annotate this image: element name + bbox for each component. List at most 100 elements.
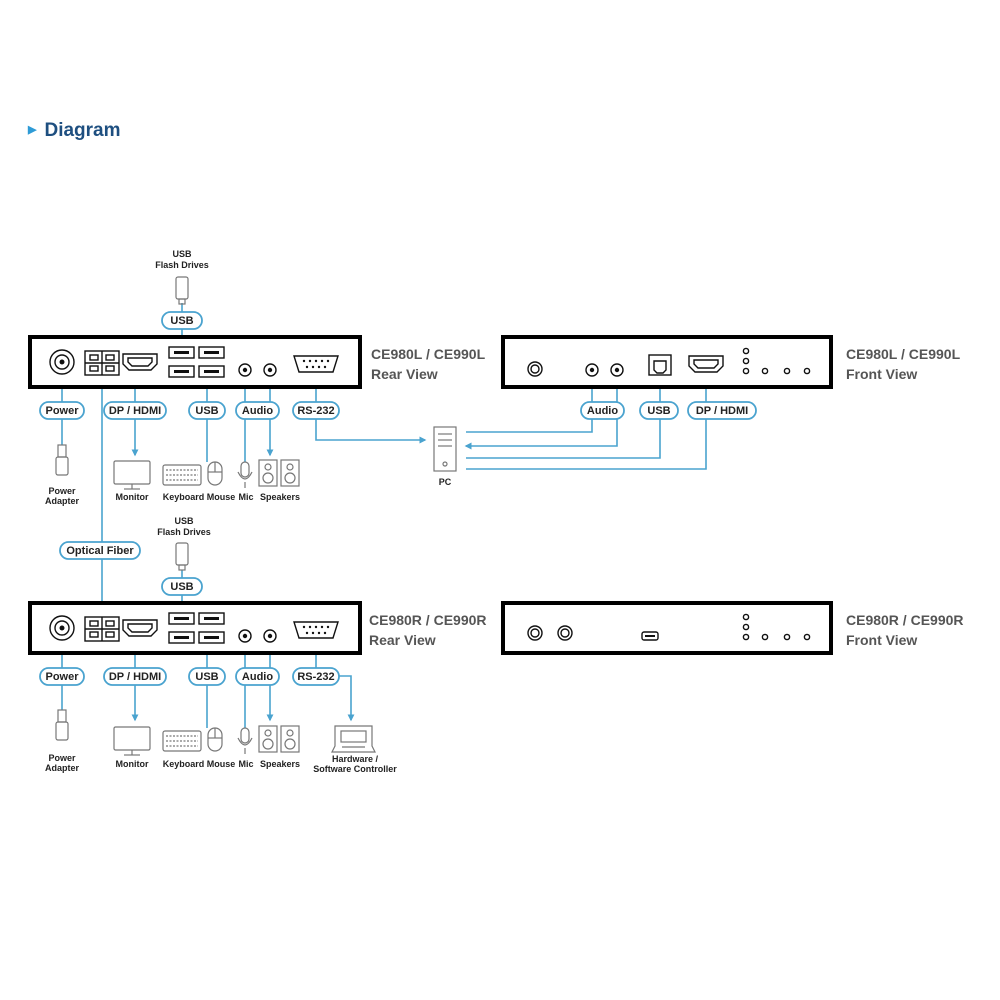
svg-text:Audio: Audio (242, 671, 273, 683)
usb-flash-label-line2: Flash Drives (155, 260, 209, 270)
line-pc-dp-hdmi (466, 376, 710, 470)
usb-port-icon[interactable] (641, 631, 659, 641)
hdmi-port-icon[interactable] (122, 353, 158, 371)
peripherals-local: USB Flash Drives Power Adapter Monitor K… (45, 249, 457, 506)
svg-text:Power: Power (45, 671, 79, 683)
audio-jack-icon[interactable] (527, 625, 573, 641)
label-usb-front: USB (639, 401, 679, 420)
local-rear-unit: CE980L / CE990L Rear View (28, 335, 486, 389)
svg-text:USB: USB (170, 581, 193, 593)
audio-jack-icon[interactable] (585, 363, 624, 377)
remote-rear-model: CE980R / CE990R (369, 612, 487, 628)
led-icon (742, 613, 811, 641)
fiber-port-icon[interactable] (84, 616, 120, 642)
usb-flash-label-line1: USB (174, 516, 194, 526)
led-icon (742, 347, 811, 375)
local-front-model: CE980L / CE990L (846, 346, 961, 362)
speakers-icon (258, 725, 300, 753)
audio-jack-icon[interactable] (238, 629, 277, 643)
port-labels: USB Power DP / HDMI USB Audio RS-232 Aud… (39, 311, 757, 686)
page-title-text: Diagram (44, 120, 121, 141)
hdmi-port-icon[interactable] (122, 619, 158, 637)
label-usb-flash-local: USB (161, 311, 203, 330)
svg-text:USB: USB (170, 315, 193, 327)
svg-text:RS-232: RS-232 (297, 671, 334, 683)
svg-text:USB: USB (195, 405, 218, 417)
svg-text:USB: USB (195, 671, 218, 683)
mic-label: Mic (238, 492, 253, 502)
power-adapter-label-line2: Adapter (45, 496, 80, 506)
label-dp-hdmi-front: DP / HDMI (687, 401, 757, 420)
local-rear-model: CE980L / CE990L (371, 346, 486, 362)
usb-flash-drive-icon (175, 276, 189, 305)
label-power-remote: Power (39, 667, 85, 686)
heading-triangle-icon: ▶ (28, 124, 37, 136)
rs232-port-icon[interactable] (293, 355, 339, 373)
label-rs232-local: RS-232 (292, 401, 340, 420)
local-front-panel (501, 335, 833, 389)
svg-text:DP / HDMI: DP / HDMI (696, 405, 748, 417)
power-jack-icon[interactable] (49, 615, 75, 641)
speakers-label: Speakers (260, 759, 300, 769)
monitor-label: Monitor (116, 759, 149, 769)
remote-front-unit: CE980R / CE990R Front View (501, 601, 964, 655)
svg-text:Optical Fiber: Optical Fiber (66, 545, 134, 557)
mic-icon (237, 727, 253, 754)
power-adapter-icon (55, 444, 69, 476)
usb-port-icon[interactable] (168, 612, 225, 644)
remote-front-view: Front View (846, 632, 917, 648)
usb-b-port-icon[interactable] (648, 354, 672, 376)
line-pc-audio-out (466, 400, 593, 433)
monitor-icon (113, 460, 151, 490)
remote-rear-unit: CE980R / CE990R Rear View (28, 601, 487, 655)
pc-tower-icon (433, 426, 457, 472)
svg-text:DP / HDMI: DP / HDMI (109, 405, 161, 417)
mouse-icon (207, 461, 223, 486)
svg-text:DP / HDMI: DP / HDMI (109, 671, 161, 683)
keyboard-mouse-label: Keyboard Mouse (163, 759, 236, 769)
label-audio-front: Audio (580, 401, 625, 420)
label-audio-remote: Audio (235, 667, 280, 686)
svg-text:USB: USB (647, 405, 670, 417)
controller-label-line1: Hardware / (332, 754, 379, 764)
power-jack-icon[interactable] (49, 349, 75, 375)
label-audio-local: Audio (235, 401, 280, 420)
rs232-port-icon[interactable] (293, 621, 339, 639)
peripherals-remote: USB Flash Drives Power Adapter Monitor K… (45, 516, 397, 774)
keyboard-mouse-label: Keyboard Mouse (163, 492, 236, 502)
controller-label-line2: Software Controller (313, 764, 397, 774)
controller-icon (331, 725, 376, 753)
usb-port-icon[interactable] (168, 346, 225, 378)
local-front-view: Front View (846, 366, 917, 382)
page-title: ▶ Diagram (28, 120, 121, 142)
svg-text:Audio: Audio (242, 405, 273, 417)
remote-front-panel (501, 601, 833, 655)
local-rear-panel (28, 335, 362, 389)
pc-label: PC (439, 477, 452, 487)
keyboard-icon (162, 464, 202, 486)
mouse-icon (207, 727, 223, 752)
power-adapter-icon (55, 709, 69, 741)
local-rear-view: Rear View (371, 366, 438, 382)
svg-text:Power: Power (45, 405, 79, 417)
svg-text:Audio: Audio (587, 405, 618, 417)
usb-flash-label-line1: USB (172, 249, 192, 259)
line-rs232-to-pc (315, 378, 427, 444)
label-usb-flash-remote: USB (161, 577, 203, 596)
mic-icon (237, 461, 253, 488)
fiber-port-icon[interactable] (84, 350, 120, 376)
speakers-label: Speakers (260, 492, 300, 502)
keyboard-icon (162, 730, 202, 752)
power-adapter-label-line2: Adapter (45, 763, 80, 773)
hdmi-port-icon[interactable] (688, 355, 724, 373)
audio-jack-icon[interactable] (527, 361, 543, 377)
local-front-unit: CE980L / CE990L Front View (501, 335, 961, 389)
svg-text:RS-232: RS-232 (297, 405, 334, 417)
usb-flash-label-line2: Flash Drives (157, 527, 211, 537)
label-usb-local: USB (188, 401, 226, 420)
power-adapter-label-line1: Power (48, 753, 76, 763)
label-dp-hdmi-remote: DP / HDMI (103, 667, 167, 686)
audio-jack-icon[interactable] (238, 363, 277, 377)
mic-label: Mic (238, 759, 253, 769)
label-dp-hdmi-local: DP / HDMI (103, 401, 167, 420)
